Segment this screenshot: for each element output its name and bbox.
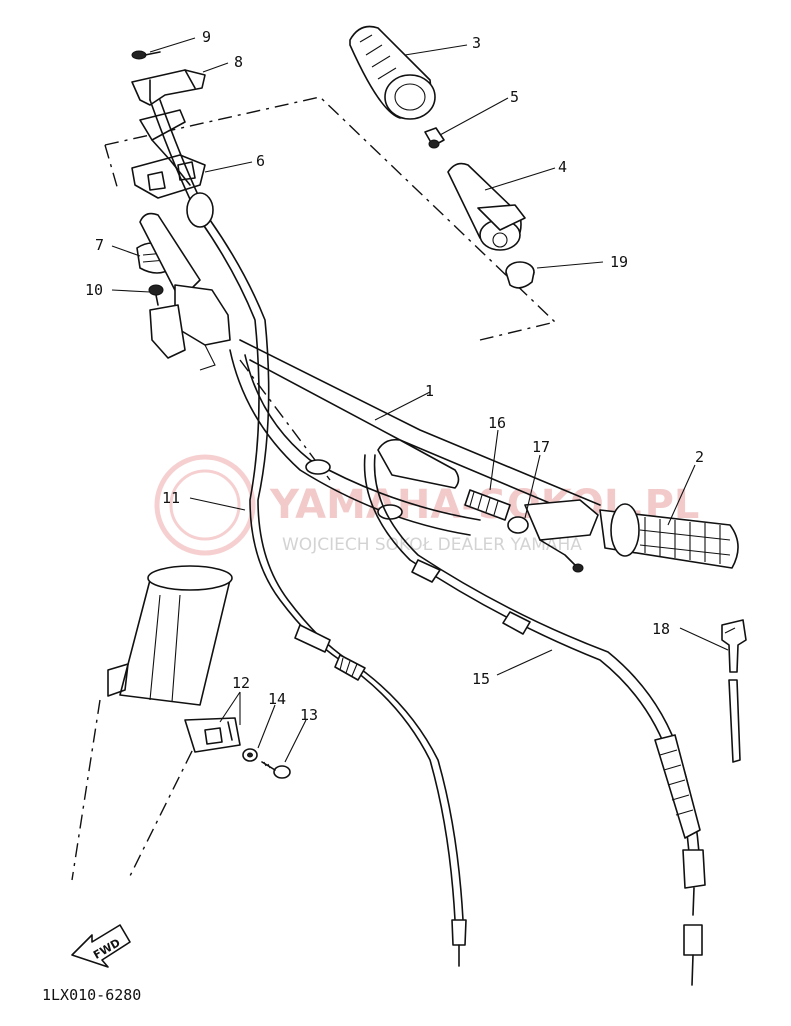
- bolt-lower: [261, 761, 291, 779]
- throttle-grip: [349, 25, 436, 120]
- alignment-line-lower: [71, 699, 101, 881]
- callout-3: 3: [472, 34, 481, 52]
- hand-grip-right: [599, 503, 739, 569]
- callout-11: 11: [162, 489, 180, 507]
- throttle-housing: [131, 109, 206, 199]
- bracket: [139, 212, 231, 371]
- throttle-cap: [131, 69, 206, 106]
- air-duct: [107, 565, 233, 706]
- callout-6: 6: [256, 152, 265, 170]
- part-code: 1LX010-6280: [42, 986, 141, 1004]
- throttle-tube: [447, 162, 526, 251]
- washer: [242, 748, 258, 762]
- callout-5: 5: [510, 88, 519, 106]
- spacer: [505, 261, 535, 289]
- callout-9: 9: [202, 28, 211, 46]
- callout-8: 8: [234, 53, 243, 71]
- bolt: [148, 284, 164, 306]
- callouts: 1 2 3 4 5 6 7 8 9 10 11 12 13 14 15 16 1…: [85, 28, 704, 724]
- callout-10: 10: [85, 281, 103, 299]
- clutch-cable: [363, 454, 706, 986]
- leader-lines: [111, 37, 736, 763]
- callout-1: 1: [425, 382, 434, 400]
- holder: [184, 717, 241, 753]
- screw: [131, 50, 161, 60]
- fwd-arrow-icon: FWD: [71, 924, 131, 968]
- callout-7: 7: [95, 236, 104, 254]
- callout-2: 2: [695, 448, 704, 466]
- callout-12: 12: [232, 674, 250, 692]
- callout-13: 13: [300, 706, 318, 724]
- clutch-lever-assembly: [377, 438, 599, 573]
- watermark-logo-icon: [154, 454, 256, 556]
- callout-14: 14: [268, 690, 286, 708]
- callout-17: 17: [532, 438, 550, 456]
- callout-15: 15: [472, 670, 490, 688]
- throttle-cable: [149, 99, 467, 967]
- callout-4: 4: [558, 158, 567, 176]
- watermark-subtitle: WOJCIECH SOKOŁ DEALER YAMAHA: [282, 535, 582, 555]
- cable-tie: [721, 619, 747, 763]
- callout-19: 19: [610, 253, 628, 271]
- collar: [424, 127, 445, 149]
- callout-18: 18: [652, 620, 670, 638]
- assembly-boundary: [104, 96, 557, 341]
- callout-16: 16: [488, 414, 506, 432]
